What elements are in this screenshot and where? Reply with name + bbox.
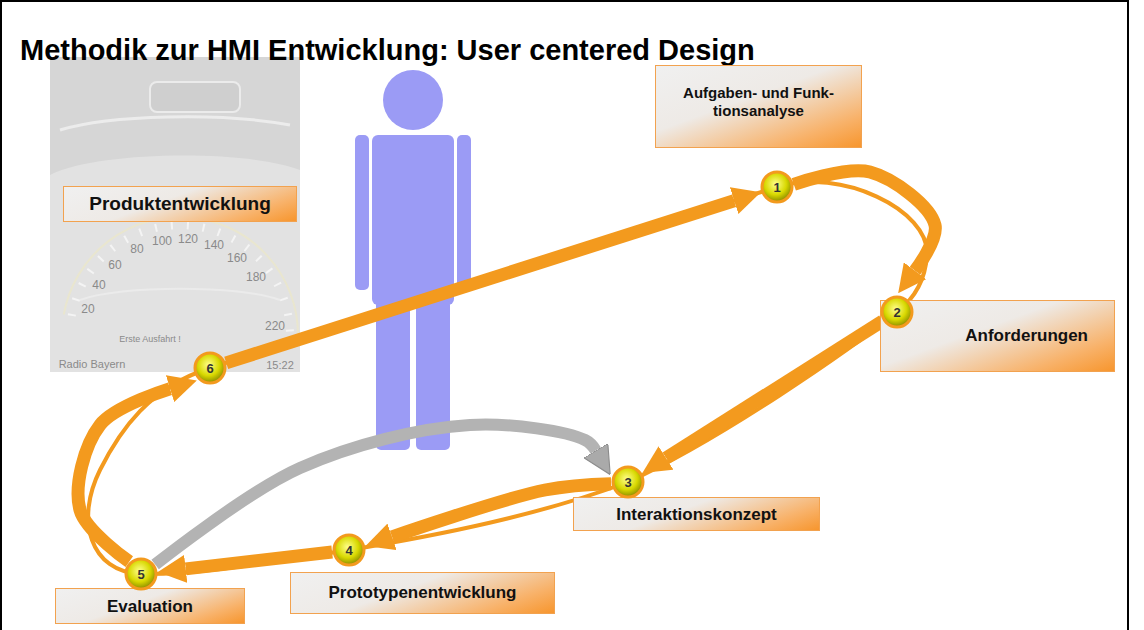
diagram-title: Methodik zur HMI Entwicklung: User cente… xyxy=(20,34,755,67)
process-loop xyxy=(88,182,927,574)
dashboard-top xyxy=(50,57,300,175)
step-label: Evaluation xyxy=(107,597,193,617)
process-arrow xyxy=(78,389,170,562)
callout-number: 1 xyxy=(773,181,780,194)
callout-number: 5 xyxy=(137,568,144,581)
step-label: Interaktionskonzept xyxy=(616,505,777,525)
process-arrow xyxy=(666,321,883,458)
gauge-label: Radio Bayern xyxy=(59,358,126,370)
step-label: Aufgaben- und Funk- tionsanalyse xyxy=(668,84,849,120)
gauge-label: 100 xyxy=(152,235,172,248)
gauge-label: 160 xyxy=(227,252,247,265)
connector-layer xyxy=(78,171,935,569)
callout-number: 4 xyxy=(345,544,352,557)
step-number: 1 xyxy=(760,170,794,204)
step-box: Prototypenentwicklung xyxy=(290,572,555,614)
number-badge-circle xyxy=(195,353,225,383)
gauge-label: 120 xyxy=(178,233,198,246)
step-label: Produktentwicklung xyxy=(89,193,271,216)
callout-number: 3 xyxy=(624,476,631,489)
callout-number: 6 xyxy=(206,362,213,375)
step-number: 3 xyxy=(611,465,645,499)
feedback-arrow xyxy=(155,425,596,565)
gauge-inner xyxy=(80,289,280,300)
step-box: Interaktionskonzept xyxy=(573,497,820,531)
person-head xyxy=(383,70,443,130)
gauge-rim xyxy=(64,217,298,335)
process-arrow xyxy=(226,201,734,363)
step-label: Prototypenentwicklung xyxy=(329,583,517,603)
person-arm xyxy=(355,135,369,290)
step-number: 4 xyxy=(332,533,366,567)
step-label: Anforderungen xyxy=(965,326,1088,346)
person-body xyxy=(372,135,454,305)
gauge-label: 20 xyxy=(81,303,94,316)
process-arrow xyxy=(794,171,936,271)
dashboard-vent xyxy=(150,82,240,112)
gauge-label: Erste Ausfahrt ! xyxy=(119,335,181,345)
number-badge-circle xyxy=(334,535,364,565)
person-leg xyxy=(376,300,410,450)
step-box: Anforderungen xyxy=(880,300,1115,372)
gauge-label: 140 xyxy=(204,239,224,252)
gauge-label: 220 xyxy=(265,320,285,333)
step-box: Evaluation xyxy=(55,588,245,624)
number-badge-circle xyxy=(882,297,912,327)
callout-number: 2 xyxy=(893,306,900,319)
step-box: Aufgaben- und Funk- tionsanalyse xyxy=(655,65,862,148)
gauge-label: 80 xyxy=(130,243,143,256)
dashboard-edge xyxy=(60,117,290,130)
gauge-label: 60 xyxy=(108,259,121,272)
step-number: 5 xyxy=(124,557,158,591)
step-number: 6 xyxy=(193,351,227,385)
gauge-ticks xyxy=(72,225,290,335)
process-arrow xyxy=(186,552,332,569)
number-badge-circle xyxy=(613,467,643,497)
step-box: Produktentwicklung xyxy=(63,186,297,222)
gauge-label: 180 xyxy=(246,271,266,284)
step-number: 2 xyxy=(880,295,914,329)
number-badge-circle xyxy=(126,559,156,589)
number-badge-circle xyxy=(762,172,792,202)
gauge-label: 40 xyxy=(92,279,105,292)
gauge-label: 15:22 xyxy=(266,359,294,371)
dashboard-picture xyxy=(50,57,300,372)
person-arm xyxy=(457,135,471,290)
